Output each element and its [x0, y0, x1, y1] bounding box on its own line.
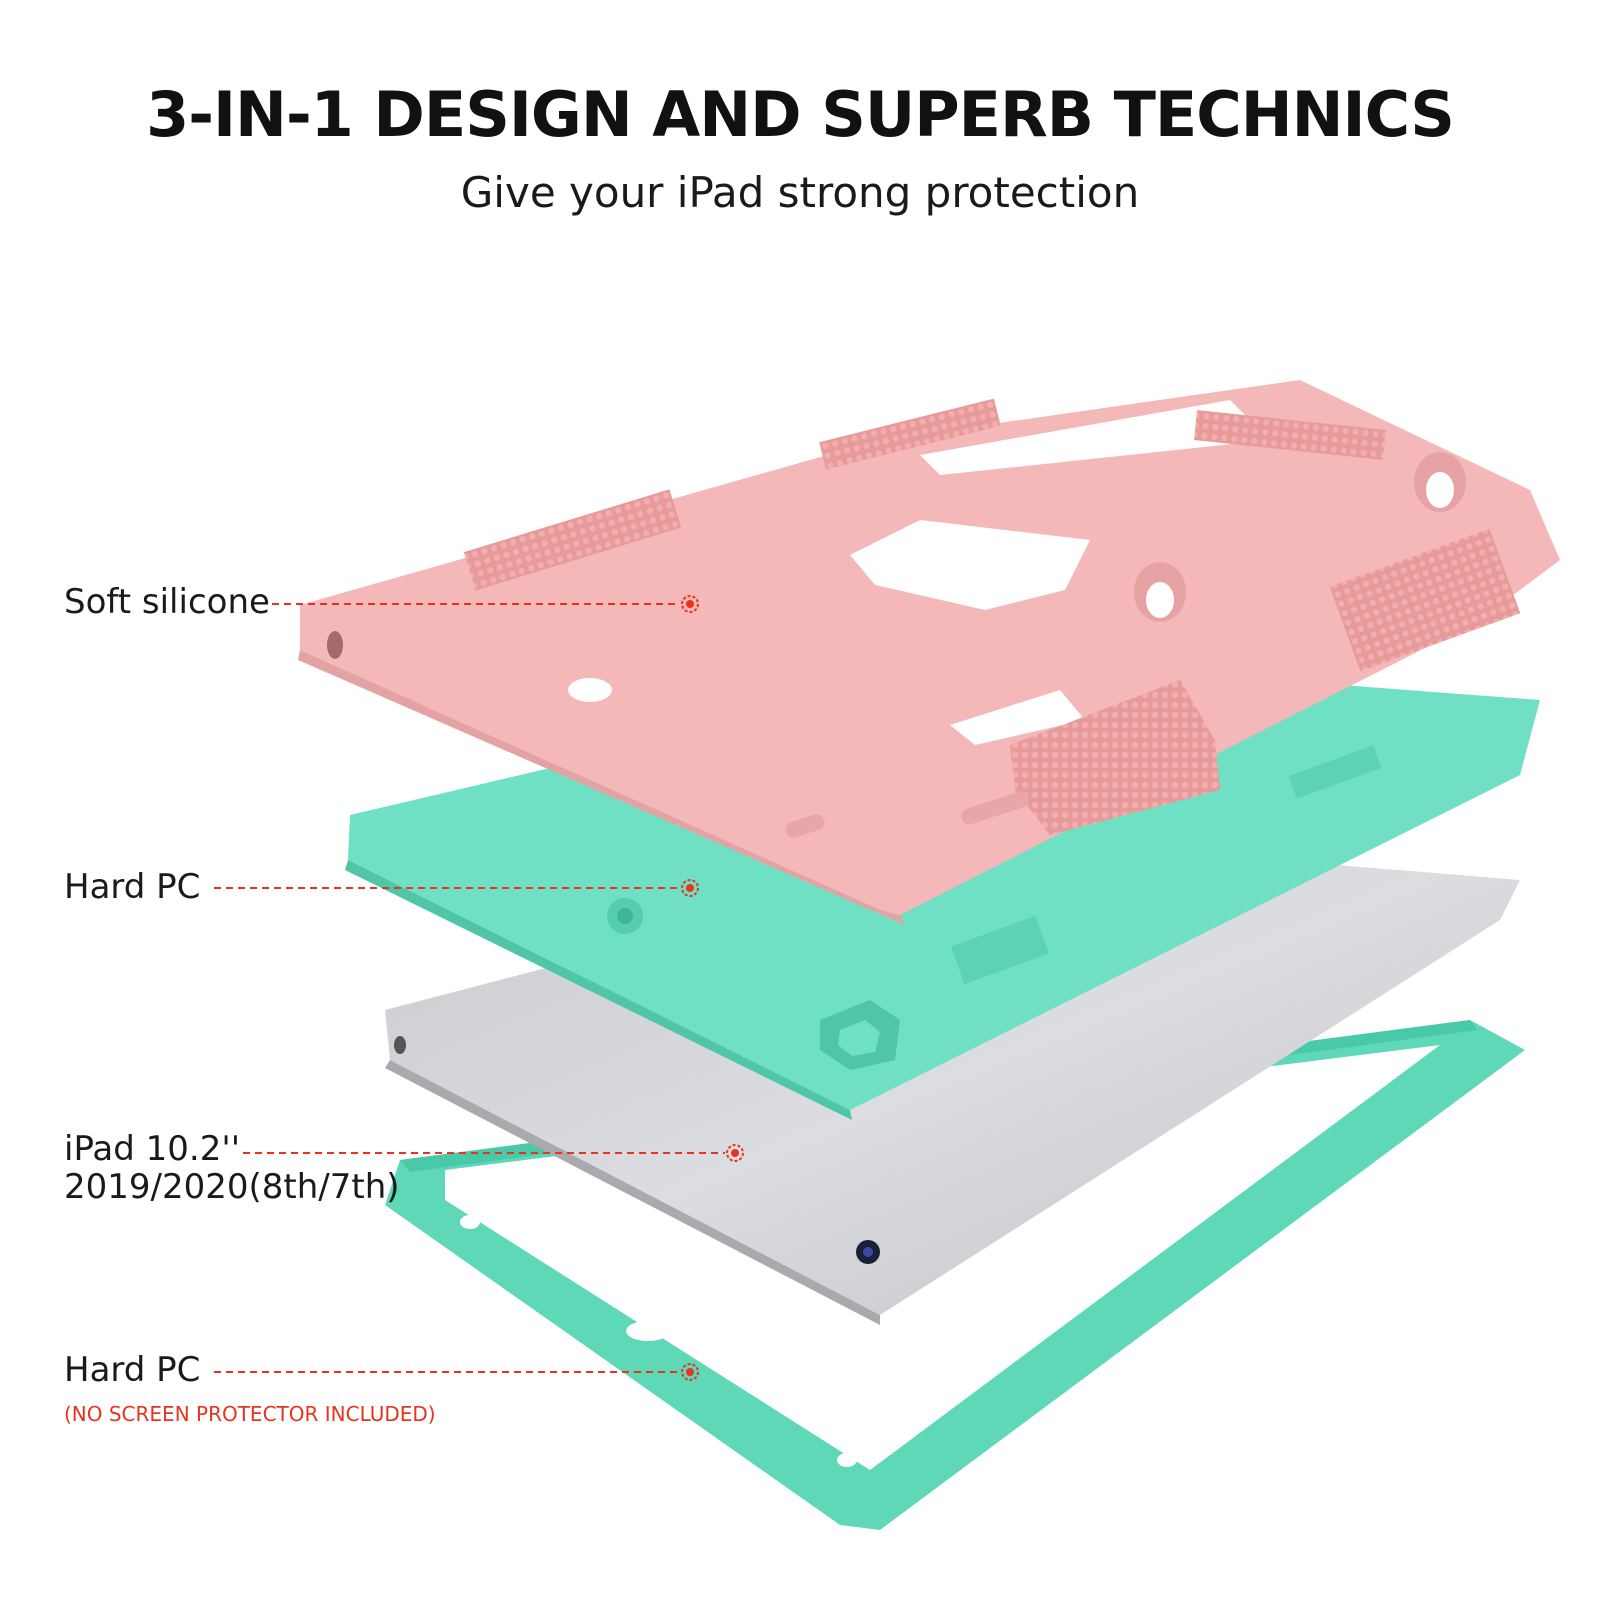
soft-silicone-layer [298, 380, 1560, 925]
callout-leader-soft-silicone [272, 595, 699, 613]
page-title: 3-IN-1 DESIGN AND SUPERB TECHNICS [146, 78, 1455, 151]
callout-label-ipad-model: iPad 10.2'' [64, 1129, 241, 1169]
callout-label-soft-silicone: Soft silicone [64, 582, 270, 622]
callout-leader-hard-pc-back [214, 879, 699, 897]
no-screen-protector-note: (NO SCREEN PROTECTOR INCLUDED) [64, 1402, 436, 1426]
callout-leader-hard-pc-front [214, 1363, 699, 1381]
callout-label-hard-pc-back: Hard PC [64, 867, 201, 907]
callout-label-ipad-years: 2019/2020(8th/7th) [64, 1167, 400, 1207]
callout-leader-ipad [243, 1144, 744, 1162]
callout-label-hard-pc-front: Hard PC [64, 1350, 201, 1390]
page-subtitle: Give your iPad strong protection [460, 168, 1140, 217]
